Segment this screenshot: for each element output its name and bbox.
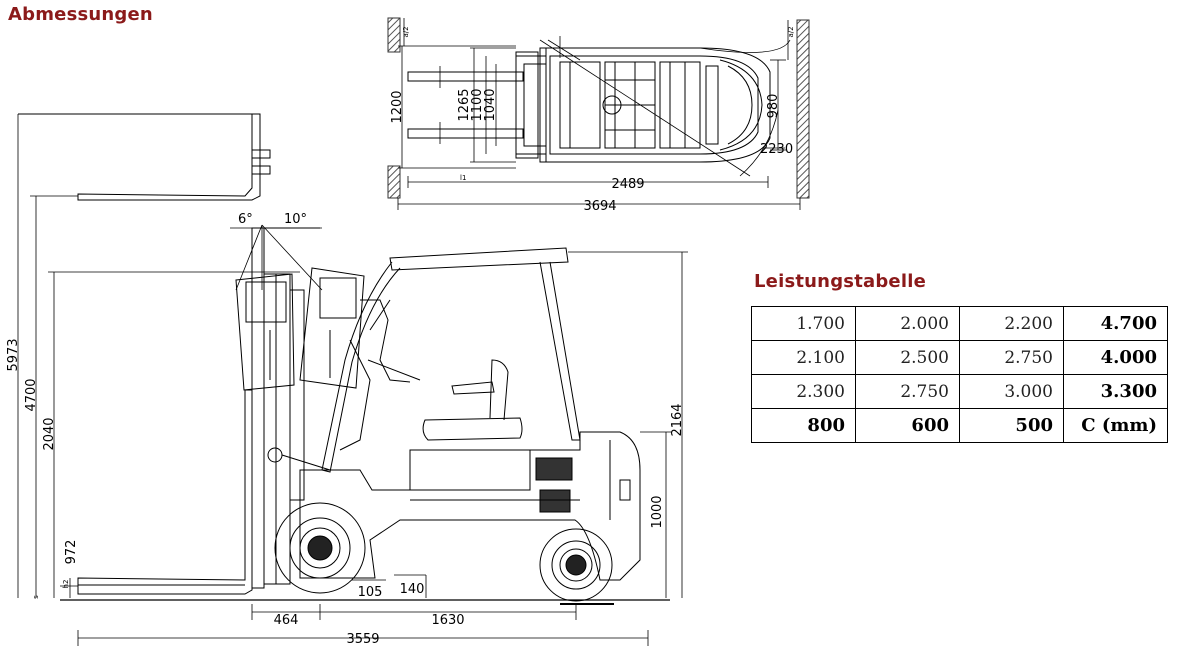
overhead-guard [321, 247, 581, 473]
side-view [17, 113, 688, 646]
tilt-forward-label: 6° [238, 212, 253, 227]
table-cell-lift-height: 4.000 [1063, 340, 1168, 375]
table-row-load-center: 800 600 500 C (mm) [751, 408, 1168, 443]
table-cell: 2.300 [751, 374, 856, 409]
track-width-label: 980 [766, 94, 781, 119]
seat-height-label: 1000 [650, 495, 665, 528]
mast-clearance-label: 105 [358, 585, 383, 600]
aisle-width-label: 3694 [583, 199, 616, 214]
side-dimensions [17, 114, 688, 646]
table-cell: 500 [959, 408, 1064, 443]
table-cell: 2.200 [959, 306, 1064, 341]
aisle-wall-left-bottom [387, 165, 401, 199]
lift-height-label: 4700 [24, 378, 39, 411]
lowered-forks [77, 389, 253, 595]
table-cell: 800 [751, 408, 856, 443]
length-to-fork-face-label: 2489 [611, 177, 644, 192]
wheelbase-label: 1630 [431, 613, 464, 628]
top-turning-lines [539, 36, 791, 177]
table-cell-lift-height: 3.300 [1063, 374, 1168, 409]
max-height-label: 5973 [6, 338, 21, 371]
overhead-guard-height-label: 2164 [670, 403, 685, 436]
clearance-mark-right: a/2 [787, 26, 795, 37]
table-cell: 2.750 [855, 374, 960, 409]
table-row: 1.700 2.000 2.200 4.700 [751, 306, 1168, 341]
center-clearance-label: 140 [400, 582, 425, 597]
top-view-labels: 1200 1265 1100 1040 2230 2489 3694 980 a… [390, 26, 795, 214]
fork-base-mark: s [32, 595, 40, 599]
table-row: 2.300 2.750 3.000 3.300 [751, 374, 1168, 409]
ground-clearance-mark: h2 [62, 580, 70, 589]
table-cell: 600 [855, 408, 960, 443]
clearance-mark-left: a/2 [402, 26, 410, 37]
fork-spacing-label: 1200 [390, 90, 405, 123]
free-lift-label: 972 [64, 540, 79, 565]
front-overhang-label: 464 [274, 613, 299, 628]
table-cell: 2.750 [959, 340, 1064, 375]
top-dimensions [397, 18, 801, 210]
table-cell-unit: C (mm) [1063, 408, 1168, 443]
top-forks [407, 71, 524, 139]
table-cell: 1.700 [751, 306, 856, 341]
aisle-wall-right [796, 19, 810, 199]
turning-circle-label: 2230 [760, 142, 793, 157]
fork-mark-label: l1 [460, 174, 466, 182]
top-view [387, 17, 810, 210]
carriage [235, 267, 365, 391]
top-mast [515, 51, 547, 159]
dimensions-heading: Abmessungen [8, 4, 153, 25]
table-cell-lift-height: 4.700 [1063, 306, 1168, 341]
rear-wheel [539, 528, 613, 602]
table-cell: 2.100 [751, 340, 856, 375]
table-cell: 3.000 [959, 374, 1064, 409]
raised-forks [18, 113, 271, 201]
tilt-guides [230, 224, 323, 291]
carriage-width-3-label: 1040 [483, 88, 498, 121]
tilt-backward-label: 10° [284, 212, 307, 227]
closed-mast-height-label: 2040 [42, 417, 57, 450]
carriage-width-2-label: 1100 [470, 88, 485, 121]
front-wheel [274, 502, 366, 594]
top-body [539, 47, 771, 163]
table-cell: 2.000 [855, 306, 960, 341]
side-view-labels: 6° 10° 5973 4700 2040 972 s h2 2164 1000… [6, 212, 685, 647]
mast [251, 227, 331, 589]
carriage-width-1-label: 1265 [457, 88, 472, 121]
table-cell: 2.500 [855, 340, 960, 375]
overall-length-label: 3559 [346, 632, 379, 647]
performance-table-heading: Leistungstabelle [754, 271, 926, 292]
truck-body [299, 299, 641, 581]
performance-table: 1.700 2.000 2.200 4.700 2.100 2.500 2.75… [751, 306, 1168, 443]
table-row: 2.100 2.500 2.750 4.000 [751, 340, 1168, 375]
aisle-wall-left-top [387, 17, 401, 53]
